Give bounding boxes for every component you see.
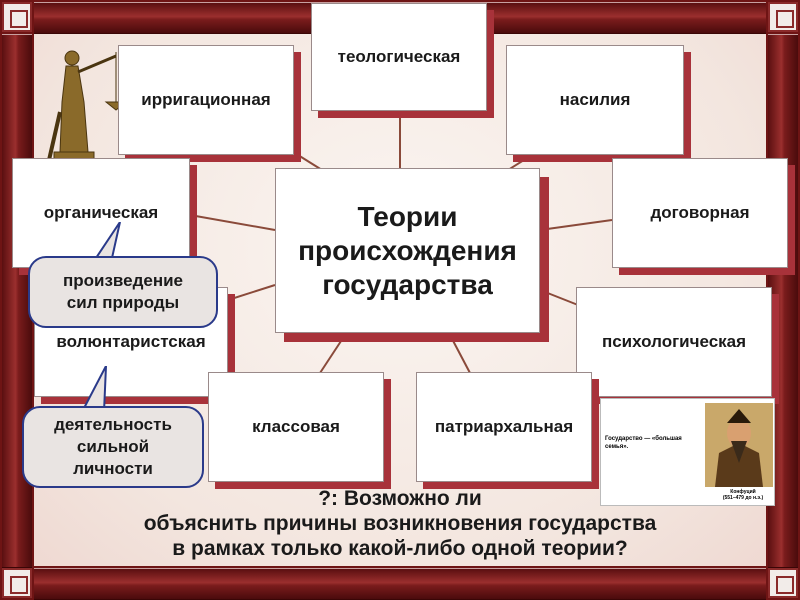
theory-psychological: психологическая xyxy=(576,287,772,397)
question-line1: ?: Возможно ли xyxy=(318,487,482,510)
theory-patriarchal: патриархальная xyxy=(416,372,592,482)
connector-voluntarist xyxy=(227,284,276,301)
confucius-portrait-icon xyxy=(705,403,773,487)
frame-bottom-bar xyxy=(34,568,766,600)
theory-label: психологическая xyxy=(601,332,747,351)
theory-label: договорная xyxy=(650,203,750,222)
portrait-years: (551–479 до н.э.) xyxy=(722,495,764,501)
portrait-name: Конфуций xyxy=(730,489,756,495)
theory-class: классовая xyxy=(208,372,384,482)
connector-patriarchal xyxy=(449,334,471,374)
frame-corner-bl xyxy=(2,568,32,598)
confucius-portrait-card: Государство — «большая семья». Конфуций … xyxy=(600,398,775,506)
connector-contractual xyxy=(539,219,613,231)
bubble-organic-note: произведение сил природы xyxy=(28,256,218,328)
bubble-line: сильной xyxy=(76,437,150,456)
center-title-box: Теории происхождения государства xyxy=(275,168,540,333)
bubble-line: личности xyxy=(73,459,153,478)
question-text: ?: Возможно ли объяснить причины возникн… xyxy=(40,486,760,561)
center-title-line3: государства xyxy=(322,268,493,300)
bubble-voluntarist-note: деятельность сильной личности xyxy=(22,406,204,488)
theory-label: классовая xyxy=(252,417,340,436)
theory-label: насилия xyxy=(559,90,631,109)
theory-label: ирригационная xyxy=(141,90,271,109)
question-line3: в рамках только какой-либо одной теории? xyxy=(172,537,628,560)
connector-organic xyxy=(189,214,276,231)
connector-psychological xyxy=(539,289,579,306)
theory-irrigation: ирригационная xyxy=(118,45,294,155)
bubble-line: сил природы xyxy=(66,293,180,312)
frame-corner-tl xyxy=(2,2,32,32)
connector-class xyxy=(319,334,346,374)
theory-label: патриархальная xyxy=(434,417,574,436)
theory-violence: насилия xyxy=(506,45,684,155)
center-title-line1: Теории xyxy=(357,200,458,232)
theory-label: теологическая xyxy=(337,47,461,66)
theory-label: волюнтаристская xyxy=(56,332,206,351)
question-line2: объяснить причины возникновения государс… xyxy=(143,512,657,535)
theory-contractual: договорная xyxy=(612,158,788,268)
frame-corner-tr xyxy=(768,2,798,32)
center-title-line2: происхождения xyxy=(298,234,517,266)
theory-theological: теологическая xyxy=(311,3,487,111)
portrait-caption: Государство — «большая семья». xyxy=(605,436,682,450)
bubble-line: произведение xyxy=(62,271,184,290)
frame-corner-br xyxy=(768,568,798,598)
bubble-line: деятельность xyxy=(54,415,172,434)
theory-label: органическая xyxy=(43,203,159,222)
